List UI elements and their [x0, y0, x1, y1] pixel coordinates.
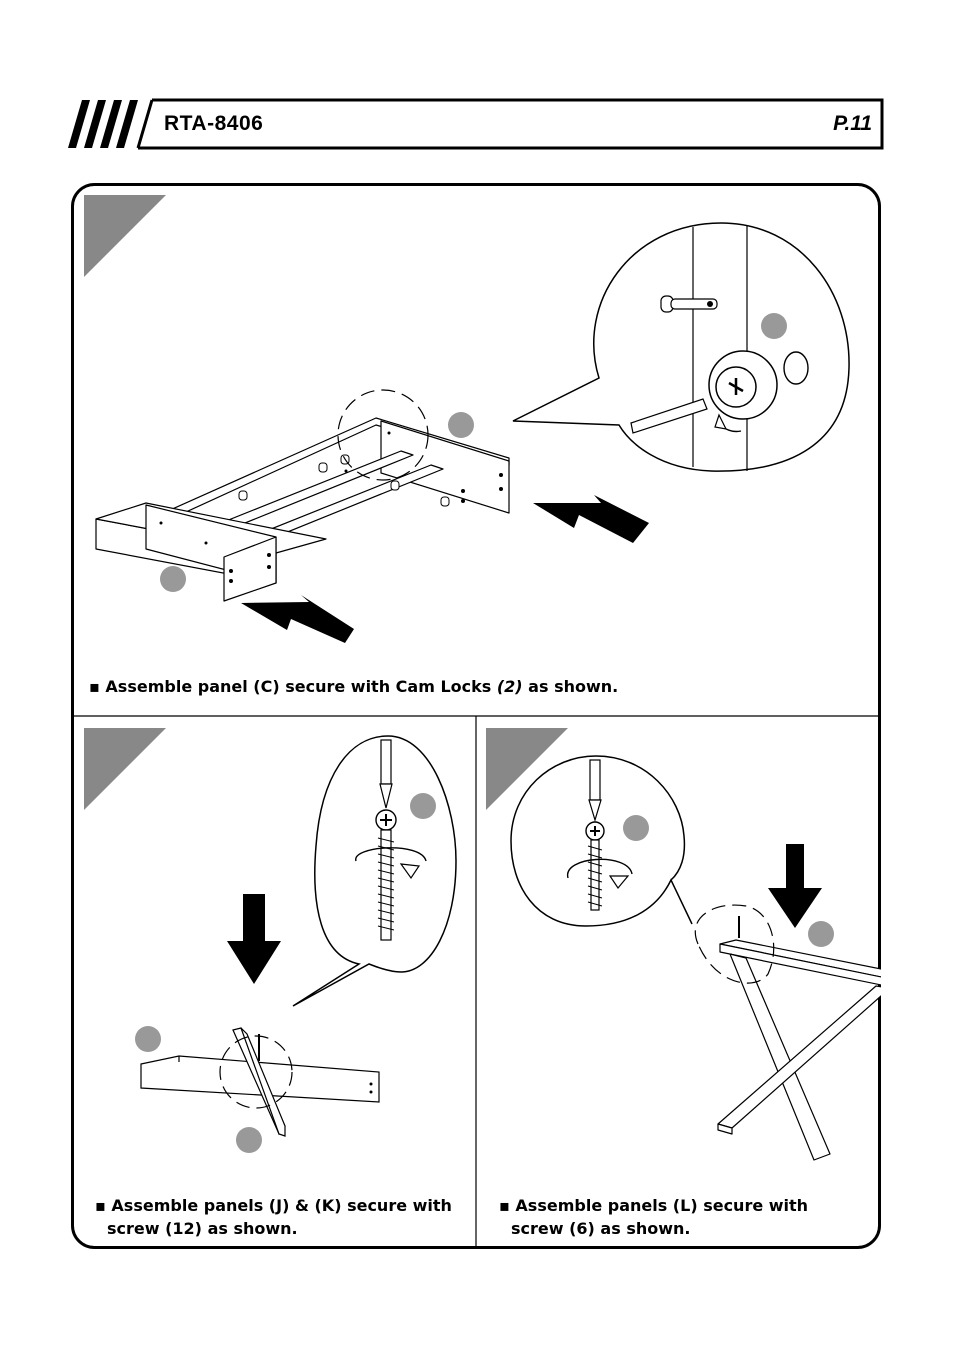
bullet: ▪ [499, 1196, 516, 1215]
arrow-icon [533, 495, 649, 543]
stripes-logo-icon [68, 100, 138, 148]
step-marker-triangle [84, 195, 166, 277]
instruction-frame: ▪ Assemble panel (C) secure with Cam Loc… [71, 183, 881, 1249]
part-label-dot [236, 1127, 262, 1153]
step-caption-bottom-left: ▪ Assemble panels (J) & (K) secure with … [95, 1196, 452, 1238]
part-label-dot [160, 566, 186, 592]
step-illustration-top [84, 195, 850, 643]
step-caption-top: ▪ Assemble panel (C) secure with Cam Loc… [89, 677, 619, 696]
page-number: P.11 [833, 112, 872, 135]
step-marker-triangle [486, 728, 568, 810]
rotation-arrow-icon [608, 875, 630, 890]
part-label-dot [448, 412, 474, 438]
step-caption-bottom-right: ▪ Assemble panels (L) secure with screw … [499, 1196, 809, 1238]
part-label-dot [808, 921, 834, 947]
step-illustration-bottom-left [84, 728, 457, 1153]
bullet: ▪ [89, 677, 106, 696]
page-header: RTA-8406 P.11 [68, 98, 884, 150]
arrow-down-icon [768, 844, 822, 928]
part-label-dot [623, 815, 649, 841]
part-label-dot [761, 313, 787, 339]
header-frame [68, 98, 884, 150]
arrow-down-icon [227, 894, 281, 984]
bullet: ▪ [95, 1196, 112, 1215]
step-illustration-bottom-right [486, 728, 881, 1161]
frame-border [71, 183, 881, 1249]
step-marker-triangle [84, 728, 166, 810]
model-number: RTA-8406 [164, 112, 264, 135]
rotation-arrow-icon [399, 863, 421, 880]
part-label-dot [410, 793, 436, 819]
part-label-dot [135, 1026, 161, 1052]
arrow-icon [241, 595, 354, 643]
